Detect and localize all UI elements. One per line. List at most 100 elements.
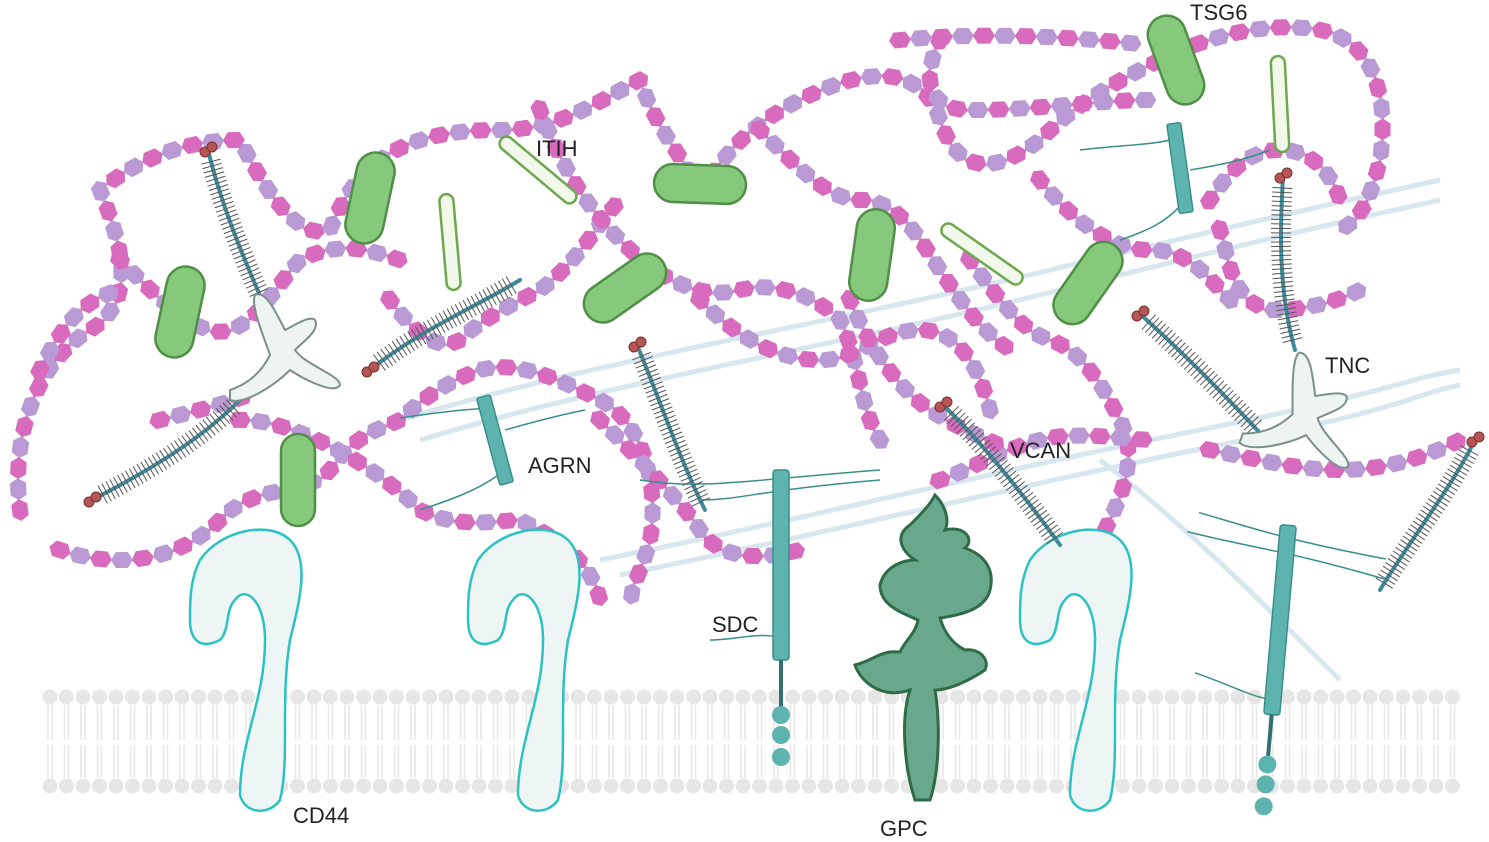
- lipid-head: [1428, 689, 1444, 705]
- hyaluronan-unit: [965, 359, 986, 380]
- hyaluronan-unit: [1014, 28, 1037, 45]
- agrin-chain: [504, 409, 586, 431]
- proteoglycan: [361, 276, 522, 378]
- gag-chain: [659, 423, 679, 432]
- lipid-head: [1181, 778, 1196, 794]
- gag-chain: [1412, 520, 1430, 533]
- gag-chain: [128, 468, 140, 487]
- agrin-chain: [1189, 149, 1271, 171]
- hyaluronan-unit: [972, 27, 995, 44]
- gag-chain: [124, 470, 136, 489]
- gag-chain: [1174, 345, 1189, 361]
- gag-chain: [240, 267, 260, 277]
- lipid-head: [933, 778, 949, 794]
- hyaluronan-unit: [222, 131, 245, 149]
- gag-chain: [1187, 358, 1202, 373]
- gag-chain: [109, 479, 120, 498]
- gag-chain: [132, 466, 144, 484]
- hyaluronan-unit: [839, 344, 860, 364]
- hyaluronan-unit: [877, 327, 898, 347]
- link-module: [1138, 305, 1150, 317]
- hyaluronan-unit: [1351, 200, 1372, 220]
- hyaluronan-unit: [620, 239, 641, 260]
- gag-chain: [242, 271, 261, 281]
- hyaluronan-unit: [1332, 28, 1352, 48]
- hyaluronan-unit: [1426, 440, 1447, 461]
- gag-chain: [446, 308, 458, 327]
- hyaluronan-unit: [1008, 100, 1031, 117]
- gag-chain: [675, 460, 694, 470]
- gag-chain: [501, 278, 513, 297]
- tsg6-icon: [582, 252, 668, 324]
- hyaluronan-unit: [1338, 215, 1358, 236]
- gag-chain: [442, 310, 454, 329]
- gag-chain: [136, 463, 148, 482]
- hyaluronan-unit: [98, 200, 118, 222]
- gag-chain: [682, 476, 702, 486]
- hyaluronan-unit: [89, 550, 112, 568]
- gag-chain: [184, 432, 198, 450]
- hyaluronan-unit: [469, 122, 492, 139]
- hyaluronan-unit: [1219, 445, 1242, 464]
- gag-chain: [1141, 314, 1156, 330]
- gag-chain: [646, 389, 666, 398]
- lipid-head: [1230, 689, 1246, 705]
- gag-chain: [1382, 565, 1401, 578]
- hyaluronan-unit: [923, 48, 942, 71]
- hyaluronan-unit: [578, 193, 599, 213]
- hyaluronan-unit: [511, 119, 534, 138]
- gag-chain: [977, 442, 994, 457]
- gag-chain: [1410, 524, 1428, 537]
- gag-chain: [1271, 209, 1292, 212]
- gag-chain: [962, 425, 979, 440]
- gag-chain: [971, 435, 988, 450]
- gag-chain: [147, 457, 160, 475]
- hyaluronan-unit: [1385, 454, 1408, 473]
- hyaluronan-unit: [110, 250, 130, 270]
- tenascin-c-molecules: [229, 293, 1350, 469]
- lipid-head: [339, 778, 355, 794]
- lipid-head: [405, 689, 421, 705]
- syndecans: [639, 469, 1386, 816]
- lipid-head: [719, 689, 734, 705]
- hyaluronan-unit: [1092, 93, 1115, 111]
- gag-chain: [211, 192, 231, 200]
- hyaluronan-unit: [994, 335, 1014, 356]
- gag-chain: [1395, 546, 1413, 559]
- hyaluronan-unit: [190, 400, 212, 419]
- gag-chain: [1272, 191, 1293, 194]
- gag-chain: [237, 259, 256, 268]
- syndecan-cytoplasmic-domain: [772, 706, 790, 724]
- hyaluronan-unit: [578, 230, 599, 250]
- hyaluronan-unit: [984, 432, 1005, 453]
- hyaluronan-unit: [860, 410, 880, 431]
- hyaluronan-unit: [830, 310, 850, 331]
- lipid-head: [1032, 689, 1048, 705]
- gag-chain: [1271, 263, 1292, 266]
- lipid-head: [834, 689, 850, 705]
- hyaluronan-unit: [795, 163, 816, 184]
- gag-chain: [1008, 481, 1025, 495]
- gag-chain: [691, 497, 711, 507]
- gag-chain: [1458, 449, 1477, 460]
- hyaluronan-unit: [1318, 166, 1339, 186]
- syndecan-cytoplasmic-domain: [1254, 797, 1273, 816]
- lipid-head: [306, 689, 322, 705]
- lipid-head: [966, 778, 982, 794]
- hyaluronan-unit: [1281, 457, 1304, 475]
- hyaluronan-unit: [1216, 239, 1235, 261]
- syndecan-2: [1187, 511, 1386, 816]
- gag-chain: [632, 351, 651, 361]
- gag-chain: [1203, 373, 1218, 389]
- gag-chain: [97, 485, 108, 504]
- lipid-head: [620, 778, 635, 794]
- tsg6-icon: [652, 162, 748, 206]
- hyaluronan-unit: [546, 138, 567, 159]
- lipid-head: [570, 778, 586, 794]
- gag-chain: [101, 483, 112, 502]
- gag-chain: [430, 317, 442, 336]
- gag-chain: [1272, 281, 1293, 284]
- syndecan-cytoplasmic-domain: [1258, 755, 1277, 774]
- hyaluronan-unit: [437, 374, 457, 395]
- lipid-head: [42, 778, 58, 794]
